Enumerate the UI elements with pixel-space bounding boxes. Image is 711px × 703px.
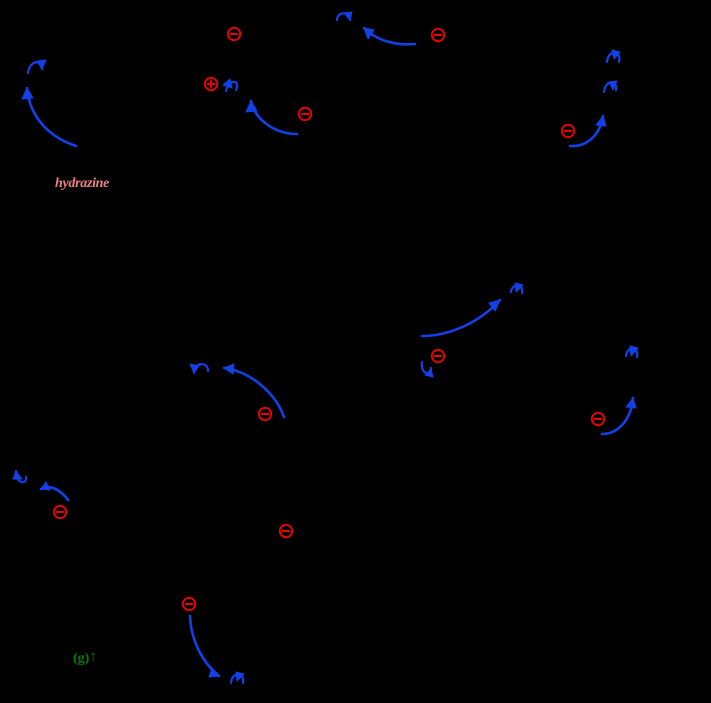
electron-pushing-arrow (602, 80, 618, 94)
electron-pushing-arrow (188, 614, 221, 678)
negative-charge-icon (181, 596, 197, 612)
electron-pushing-arrow (229, 671, 245, 685)
gas-evolution-arrow-icon: ↑ (89, 649, 97, 665)
charge-circle (181, 596, 197, 612)
negative-charge-icon (52, 504, 68, 520)
electron-pushing-arrow (245, 99, 299, 136)
arrow-head (625, 397, 637, 409)
arrow-head (363, 27, 375, 40)
gas-phase-text: (g) (73, 651, 90, 666)
charge-circle (257, 406, 273, 422)
charge-circle (560, 123, 576, 139)
arrow-head (245, 100, 258, 113)
arrow-head (36, 59, 47, 70)
arrow-shaft (222, 366, 286, 419)
electron-pushing-arrow (509, 282, 524, 295)
negative-charge-icon (226, 26, 242, 42)
arrow-head (222, 78, 233, 89)
electron-pushing-arrow (222, 363, 286, 419)
electron-pushing-arrow (12, 469, 28, 484)
electron-pushing-arrow (21, 86, 78, 148)
electron-pushing-arrow (222, 78, 239, 93)
negative-charge-icon (560, 123, 576, 139)
charge-circle (430, 348, 446, 364)
arrow-head (235, 671, 245, 682)
arrow-head (21, 87, 34, 100)
negative-charge-icon (430, 348, 446, 364)
electron-pushing-arrow (420, 360, 434, 378)
arrow-head (611, 49, 621, 60)
curved-arrow-group (12, 11, 639, 685)
arrow-head (608, 80, 618, 91)
charge-circle (278, 523, 294, 539)
arrow-shaft (224, 80, 239, 93)
gas-phase-label: (g)↑ (73, 650, 97, 666)
charge-circle (590, 411, 606, 427)
arrow-shaft (249, 99, 299, 136)
hydrazine-label: hydrazine (55, 176, 110, 191)
arrow-head (40, 481, 51, 491)
charge-circle (297, 106, 313, 122)
arrow-head (595, 115, 607, 127)
charge-circle (430, 27, 446, 43)
electron-pushing-arrow (335, 11, 353, 22)
positive-charge-icon (203, 76, 219, 92)
arrow-head (629, 345, 639, 357)
charge-circle (226, 26, 242, 42)
arrow-head (208, 667, 220, 678)
electron-pushing-arrow (189, 363, 210, 375)
charge-circle (203, 76, 219, 92)
arrow-head (189, 363, 200, 374)
arrow-shaft (188, 614, 221, 678)
electron-pushing-arrow (26, 59, 47, 75)
electron-pushing-arrow (420, 298, 502, 338)
arrow-head (343, 11, 353, 21)
electron-pushing-arrow (362, 26, 417, 46)
electron-pushing-arrow (605, 49, 621, 64)
electron-pushing-arrow (568, 114, 607, 148)
negative-charge-icon (257, 406, 273, 422)
arrow-shaft (25, 86, 78, 148)
electron-pushing-arrow (600, 396, 637, 436)
formal-charge-group (52, 26, 606, 612)
electron-pushing-arrow (624, 345, 639, 359)
electron-pushing-arrow (39, 481, 70, 502)
arrow-head (488, 299, 501, 312)
arrow-head (223, 363, 235, 375)
negative-charge-icon (297, 106, 313, 122)
negative-charge-icon (590, 411, 606, 427)
arrow-shaft (420, 298, 502, 338)
arrow-head (12, 470, 23, 480)
negative-charge-icon (430, 27, 446, 43)
arrow-head (514, 282, 524, 293)
arrow-head (424, 368, 434, 378)
charge-circle (52, 504, 68, 520)
negative-charge-icon (278, 523, 294, 539)
